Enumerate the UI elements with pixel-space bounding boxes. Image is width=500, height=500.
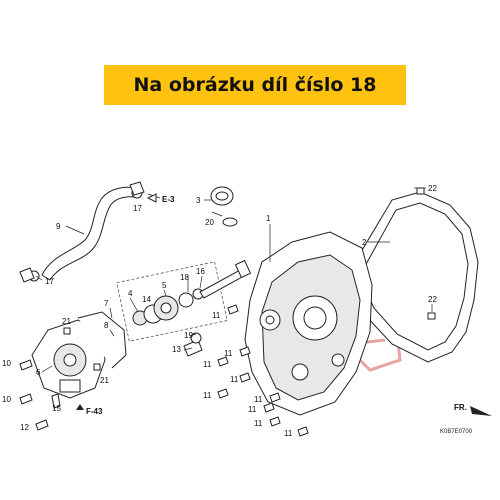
ref-front: FR. (454, 403, 467, 412)
callout-7: 7 (104, 299, 109, 308)
arrow-e3-icon (146, 193, 157, 203)
callout-11-e: 11 (203, 391, 212, 400)
callout-11-g: 11 (248, 405, 257, 414)
right-crankcase-cover-1 (244, 231, 373, 416)
callout-11-c: 11 (203, 360, 212, 369)
callout-19: 19 (184, 331, 193, 340)
callout-3: 3 (196, 196, 201, 205)
impeller-shaft-parts (116, 259, 252, 342)
callout-10-lower: 10 (2, 395, 11, 404)
hose-clamp-17-upper (129, 181, 145, 196)
callout-13: 13 (172, 345, 181, 354)
callout-12: 12 (20, 423, 29, 432)
callout-22-lower: 22 (428, 295, 437, 304)
dowel-pin-22-lower (427, 312, 436, 320)
dowel-pin-21-upper (63, 327, 71, 335)
callout-9: 9 (56, 222, 61, 231)
callout-22-upper: 22 (428, 184, 437, 193)
ref-e3: E-3 (162, 195, 175, 204)
callout-11-b: 11 (224, 349, 233, 358)
callout-21-lower: 21 (100, 376, 109, 385)
callout-17-lower: 17 (45, 277, 54, 286)
bolts (19, 304, 309, 437)
callout-5: 5 (162, 281, 167, 290)
o-ring-20 (222, 217, 238, 227)
callout-10-upper: 10 (2, 359, 11, 368)
callout-11-d: 11 (230, 375, 239, 384)
callout-21-upper: 21 (62, 317, 71, 326)
oil-filler-cap-3 (210, 186, 234, 206)
diagram-code: K0B7E0700 (440, 429, 473, 435)
callout-6: 6 (36, 368, 41, 377)
gasket-2 (351, 191, 479, 363)
water-hose-9 (28, 186, 143, 282)
arrow-f43-icon (76, 404, 84, 410)
ref-f43: F-43 (86, 407, 103, 416)
callout-11-f: 11 (254, 395, 263, 404)
callout-18: 18 (180, 273, 189, 282)
drain-bolt-13 (183, 332, 203, 357)
callout-11-i: 11 (284, 429, 293, 438)
callout-14: 14 (142, 295, 151, 304)
callout-2: 2 (362, 238, 367, 247)
callout-15: 15 (52, 404, 61, 413)
dowel-pin-22-upper (416, 187, 425, 195)
callout-11-h: 11 (254, 419, 263, 428)
hose-clamp-17-lower (19, 267, 35, 283)
callout-8: 8 (104, 321, 109, 330)
front-arrow-icon (470, 406, 492, 416)
callout-1: 1 (266, 214, 271, 223)
callout-11-a: 11 (212, 311, 221, 320)
callout-17-upper: 17 (133, 204, 142, 213)
callout-4: 4 (128, 289, 133, 298)
water-pump-body (31, 311, 127, 399)
part-number-banner: Na obrázku díl číslo 18 (104, 65, 406, 105)
banner-text: Na obrázku díl číslo 18 (133, 74, 377, 96)
callout-16: 16 (196, 267, 205, 276)
leader-lines (35, 187, 433, 373)
dowel-pin-21-lower (93, 363, 101, 371)
callout-20: 20 (205, 218, 214, 227)
